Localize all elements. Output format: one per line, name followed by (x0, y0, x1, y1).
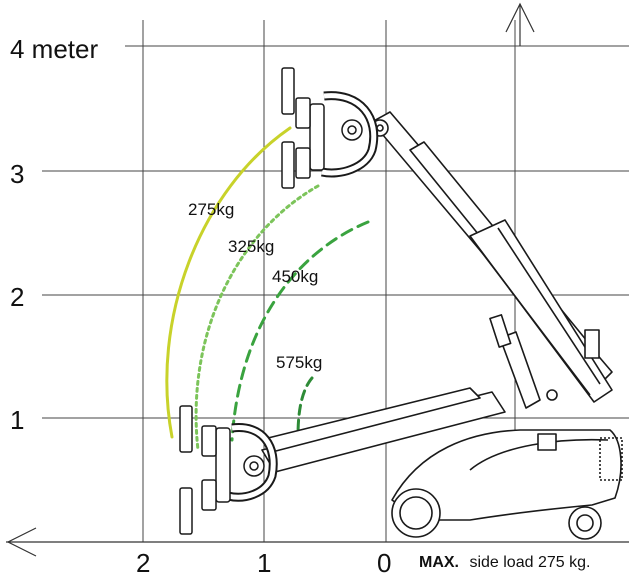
max-label: MAX. (419, 554, 459, 571)
grid (42, 20, 629, 542)
y-tick-3: 3 (10, 159, 24, 189)
x-tick-2: 2 (136, 548, 150, 577)
upper-suction-cup-bottom (281, 141, 295, 189)
upper-gripper (281, 67, 379, 189)
x-tick-1: 1 (257, 548, 271, 577)
max-side-load-note: MAX. side load 275 kg. (419, 554, 590, 571)
x-tick-0: 0 (377, 548, 391, 577)
y-tick-2: 2 (10, 282, 24, 312)
glass-lift-machine (261, 111, 623, 540)
load-curves (165, 126, 370, 452)
curve-450kg (230, 220, 370, 442)
label-450kg: 450kg (272, 267, 318, 286)
y-tick-4: 4 meter (10, 34, 98, 64)
label-275kg: 275kg (188, 200, 234, 219)
max-text: side load 275 kg. (469, 554, 590, 571)
label-325kg: 325kg (228, 237, 274, 256)
curve-325kg (194, 184, 320, 452)
axes (6, 2, 629, 557)
hydraulic-cylinder (499, 331, 541, 409)
curve-575kg (296, 376, 314, 438)
label-575kg: 575kg (276, 353, 322, 372)
lower-gripper (179, 405, 278, 535)
lower-suction-cup-top (179, 405, 193, 453)
y-tick-1: 1 (10, 405, 24, 435)
lower-suction-cup-bottom (179, 487, 193, 535)
curve-275kg (165, 126, 292, 439)
upper-suction-cup-top (281, 67, 295, 115)
y-axis-arrow-icon (505, 2, 535, 33)
raised-boom (371, 111, 613, 403)
x-axis-arrow-icon (6, 527, 37, 557)
